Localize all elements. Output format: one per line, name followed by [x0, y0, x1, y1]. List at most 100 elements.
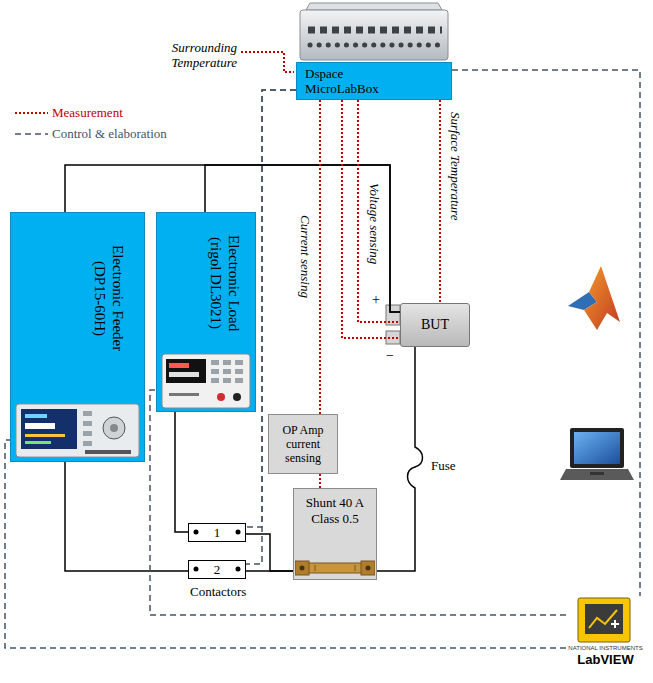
electronic-load-picture: [169, 363, 189, 368]
node-text: Dspace MicroLabBox: [305, 66, 401, 96]
node-text: Electronic Feeder (DP15-60H): [91, 223, 127, 373]
labview-picture: [578, 598, 630, 642]
terminal-sign: +: [372, 292, 380, 308]
power-supply-picture: [83, 411, 92, 416]
legend-text: Measurement: [52, 105, 123, 121]
controller-device: [300, 10, 448, 60]
fuse-symbol: [408, 443, 423, 493]
edge-label: Surface Temperature: [448, 112, 462, 220]
node-text: OP Amp current sensing: [269, 423, 337, 465]
shunt-box: Shunt 40 A Class 0.5: [293, 488, 377, 580]
power-supply-picture: [15, 403, 140, 458]
shunt-picture: [355, 565, 356, 571]
electronic-load-picture: [162, 354, 250, 408]
matlab-logo: [568, 266, 620, 330]
node-text: Electronic Load (rigol DL3021): [207, 221, 243, 346]
electronic-load-picture: [235, 369, 243, 374]
software-icon: NATIONAL INSTRUMENTSLabVIEW: [566, 596, 645, 676]
node-text: LabVIEW: [566, 652, 645, 667]
component-label: Fuse: [431, 458, 456, 474]
legend-samples: [15, 133, 48, 135]
power-supply-picture: [83, 421, 92, 426]
electronic-load-picture: [223, 369, 231, 374]
electronic-load-picture: [211, 369, 219, 374]
electronic-load-picture: [161, 353, 251, 409]
power-wire: [65, 462, 188, 571]
power-supply-picture: [110, 424, 118, 432]
measurement-line: [439, 100, 441, 303]
power-supply-box: Electronic Feeder (DP15-60H): [10, 212, 145, 462]
contactor-box: 1: [188, 523, 246, 542]
electronic-load-picture: [233, 393, 241, 401]
contactor-box: 2: [188, 560, 246, 579]
electronic-load-picture: [223, 378, 231, 383]
labview-picture: [614, 620, 616, 628]
legend-text: Control & elaboration: [52, 126, 167, 142]
controller-device: [310, 43, 440, 48]
electronic-load-picture: [223, 360, 231, 365]
contact-dots: [194, 530, 199, 535]
power-supply-picture: [25, 441, 51, 444]
laptop-icon: [570, 428, 624, 468]
shunt-picture: [366, 566, 371, 571]
legend-samples: [15, 113, 48, 134]
measurement-line: [342, 100, 400, 338]
power-supply-picture: [83, 431, 92, 436]
node-text: NATIONAL INSTRUMENTS: [566, 645, 645, 652]
electronic-load-picture: [235, 360, 243, 365]
controller-box: Dspace MicroLabBox: [296, 62, 452, 100]
controller-device: [306, 3, 442, 10]
shunt-picture: [295, 559, 375, 577]
matlab-logo: [584, 266, 620, 330]
shunt-picture: [315, 565, 316, 571]
power-supply-picture: [85, 450, 131, 454]
electronic-load-picture: [211, 378, 219, 383]
amplifier-box: OP Amp current sensing: [268, 414, 338, 474]
labview-picture: [589, 610, 617, 628]
control-line: [452, 70, 640, 596]
controller-device: [308, 27, 442, 34]
power-wire: [246, 570, 293, 572]
power-wire: [175, 412, 188, 532]
edge-label: Current sensing: [298, 215, 312, 298]
battery-cell: BUT: [400, 303, 470, 347]
node-text: 2: [214, 562, 221, 577]
node-text: 1: [214, 525, 221, 540]
component-label: Contactors: [190, 584, 246, 600]
node-text: BUT: [421, 317, 449, 333]
power-supply-picture: [25, 414, 47, 418]
legend-samples: [15, 112, 48, 114]
measurement-line: [319, 100, 321, 414]
electronic-load-picture: [211, 360, 219, 365]
power-supply-picture: [83, 441, 92, 446]
legend-entry: Control & elaboration: [52, 126, 167, 142]
electronic-load-picture: [166, 359, 206, 383]
controller-device: [300, 3, 448, 60]
contact-dots: [194, 567, 199, 572]
electronic-load-picture: [217, 393, 225, 401]
labview-picture: [585, 604, 623, 634]
shunt-picture: [300, 566, 305, 571]
power-supply-picture: [25, 434, 65, 437]
control-line: [150, 390, 566, 615]
contact-dots: [236, 567, 241, 572]
electronic-load-box: Electronic Load (rigol DL3021): [156, 212, 256, 412]
shunt-picture: [361, 561, 375, 575]
power-supply-picture: [21, 409, 77, 449]
laptop-icon: [560, 428, 634, 480]
laptop-icon: [590, 472, 604, 475]
electronic-load-picture: [169, 393, 199, 396]
power-wire: [246, 534, 293, 571]
shunt-picture: [295, 561, 309, 575]
node-text: Shunt 40 A Class 0.5: [298, 495, 372, 527]
laptop-icon: [574, 432, 620, 464]
power-supply-picture: [16, 404, 139, 457]
annotation-label: Surrounding Temperature: [140, 40, 237, 70]
contact-dots: [236, 530, 241, 535]
legend-entry: Measurement: [52, 105, 123, 121]
measurement-line: [358, 100, 400, 322]
measurement-line: [319, 474, 321, 488]
laptop-icon: [560, 469, 634, 480]
